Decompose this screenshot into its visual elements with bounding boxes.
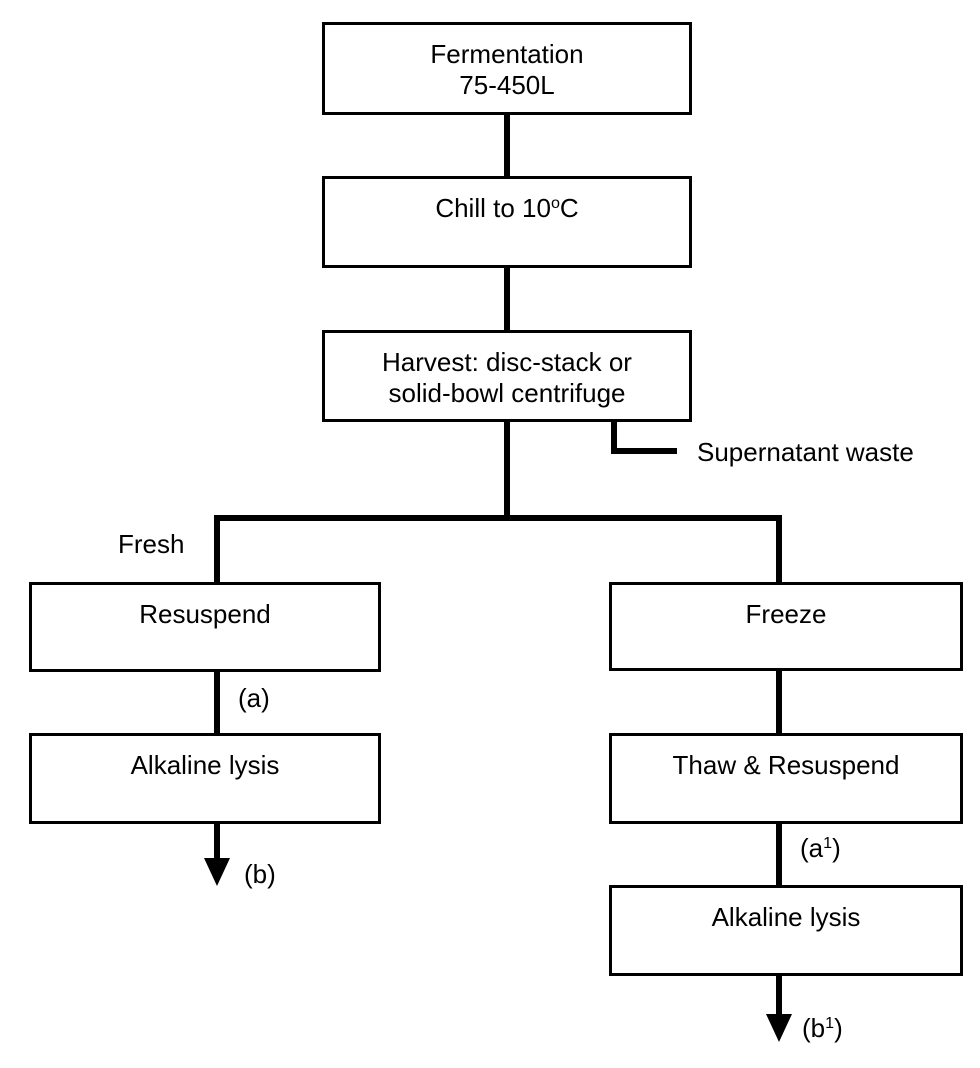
connector-fermentation-chill — [504, 113, 510, 178]
freeze-label: Freeze — [745, 599, 827, 629]
split-bar — [214, 515, 782, 521]
fermentation-box: Fermentation 75-450L — [322, 22, 692, 115]
fermentation-label-line1: Fermentation — [430, 39, 584, 69]
split-right-drop-line — [776, 515, 782, 584]
supernatant-branch-horizontal-line — [611, 448, 677, 454]
alkaline-lysis-right-box: Alkaline lysis — [609, 885, 963, 976]
right-output-arrowhead-icon — [766, 1014, 792, 1042]
connector-freeze-thaw — [776, 669, 782, 735]
left-output-arrow-line — [214, 822, 220, 862]
harvest-label-line1: Harvest: disc-stack or — [382, 347, 632, 377]
resuspend-label: Resuspend — [139, 599, 271, 629]
fermentation-label-line2: 75-450L — [459, 70, 555, 100]
alkaline-lysis-right-label: Alkaline lysis — [711, 902, 861, 932]
chill-degree-superscript: o — [550, 194, 560, 213]
harvest-label-line2: solid-bowl centrifuge — [388, 378, 626, 408]
step-b1-label-pre: (b — [802, 1013, 826, 1043]
connector-thaw-alkaline — [776, 822, 782, 887]
supernatant-waste-label: Supernatant waste — [697, 437, 914, 467]
step-a1-label-post: ) — [832, 833, 841, 863]
thaw-resuspend-box: Thaw & Resuspend — [609, 733, 963, 824]
left-output-arrowhead-icon — [204, 858, 230, 886]
chill-label: Chill to 10oC — [325, 193, 689, 228]
fresh-label: Fresh — [118, 529, 185, 559]
step-b1-label: (b1) — [802, 1014, 843, 1046]
connector-harvest-split — [504, 420, 510, 521]
alkaline-lysis-left-box: Alkaline lysis — [29, 733, 381, 824]
connector-resuspend-alkaline — [214, 670, 220, 735]
thaw-resuspend-label: Thaw & Resuspend — [672, 750, 900, 780]
freeze-box: Freeze — [609, 582, 963, 671]
step-a-label: (a) — [238, 683, 270, 713]
step-b1-label-post: ) — [834, 1013, 843, 1043]
chill-label-text: Chill to 10 — [435, 193, 551, 223]
connector-chill-harvest — [504, 266, 510, 332]
step-a1-label: (a1) — [800, 834, 841, 866]
chill-label-unit: C — [559, 193, 579, 223]
step-a1-superscript: 1 — [823, 834, 833, 853]
alkaline-lysis-left-label: Alkaline lysis — [130, 750, 280, 780]
split-left-drop-line — [214, 515, 220, 584]
step-b-label: (b) — [244, 859, 276, 889]
harvest-box: Harvest: disc-stack or solid-bowl centri… — [322, 330, 692, 422]
step-b1-superscript: 1 — [825, 1014, 835, 1033]
step-a1-label-pre: (a — [800, 833, 824, 863]
right-output-arrow-line — [776, 974, 782, 1018]
resuspend-box: Resuspend — [29, 582, 381, 672]
chill-box: Chill to 10oC — [322, 176, 692, 268]
supernatant-branch-vertical-line — [611, 420, 617, 454]
